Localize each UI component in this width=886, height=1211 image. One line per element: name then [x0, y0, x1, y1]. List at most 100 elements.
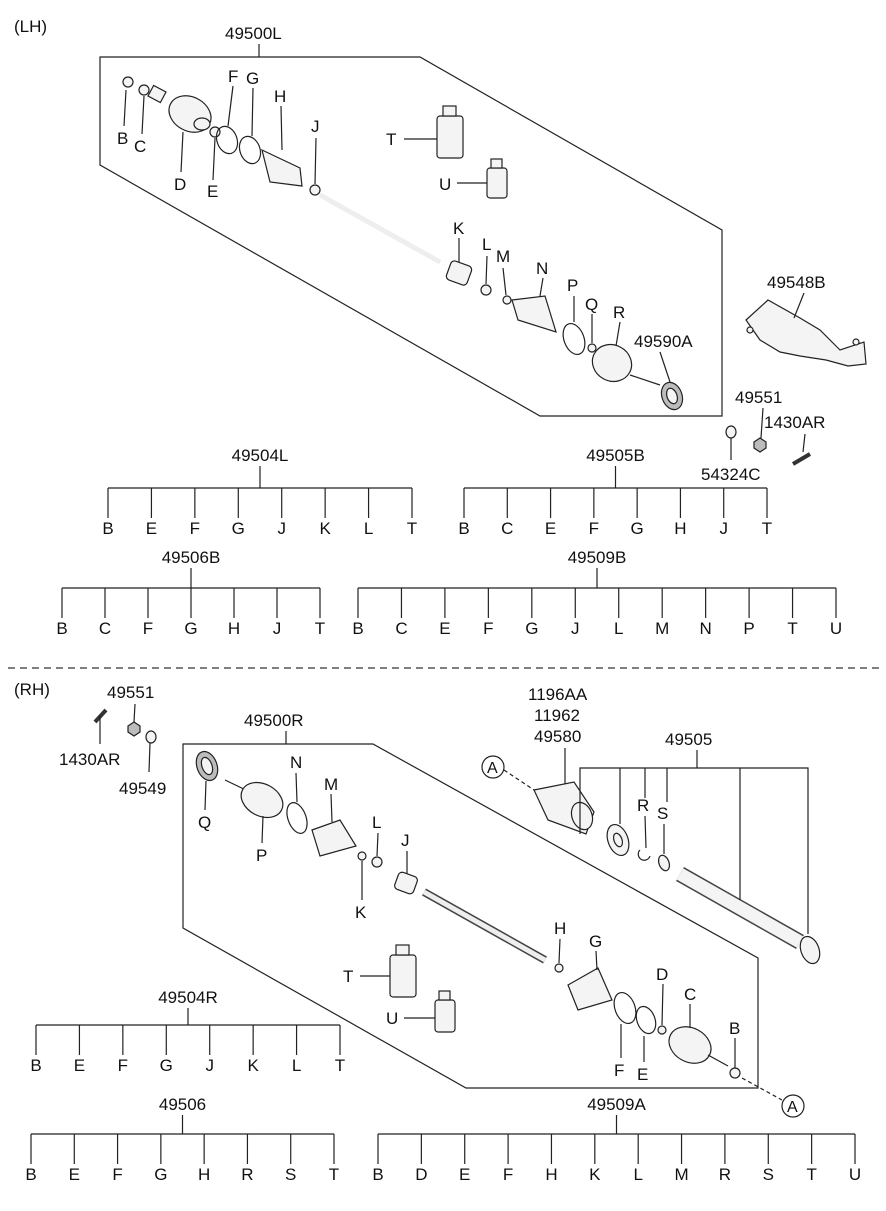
- kit-item: P: [743, 619, 754, 638]
- rh-callout-s: S: [657, 804, 668, 823]
- kit-item: B: [102, 519, 113, 538]
- lh-callout-b: B: [117, 129, 128, 148]
- rh-callout-d: D: [656, 965, 668, 984]
- kit-item: B: [352, 619, 363, 638]
- lh-bracket-number: 49548B: [767, 273, 826, 292]
- rh-assembly-outline: [182, 743, 759, 1089]
- kit-item: E: [69, 1165, 80, 1184]
- kit-item: G: [525, 619, 538, 638]
- kit-number: 49506: [159, 1095, 206, 1114]
- kit-item: M: [674, 1165, 688, 1184]
- kit-item: E: [459, 1165, 470, 1184]
- rh-callout-e: E: [637, 1065, 648, 1084]
- rh-callout-f: F: [614, 1061, 624, 1080]
- kit-item: G: [631, 519, 644, 538]
- kit-item: E: [74, 1056, 85, 1075]
- kit-item: U: [830, 619, 842, 638]
- rh-circle-marker-top: A: [487, 760, 498, 777]
- kit-number: 49506B: [162, 548, 221, 567]
- kit-number: 49509A: [587, 1095, 646, 1114]
- lh-fasteners: 49551 1430AR 54324C: [701, 388, 825, 484]
- lh-shaft-parts: [122, 76, 684, 411]
- lh-callout-e: E: [207, 182, 218, 201]
- kit-item: H: [545, 1165, 557, 1184]
- kit-item: G: [160, 1056, 173, 1075]
- kit-item: F: [112, 1165, 122, 1184]
- kit-item: F: [503, 1165, 513, 1184]
- kit-item: F: [118, 1056, 128, 1075]
- lh-assembly-number: 49500L: [225, 24, 282, 43]
- kit-item: T: [407, 519, 417, 538]
- lh-callout-r: R: [613, 303, 625, 322]
- rh-callout-u: U: [386, 1009, 398, 1028]
- kit-item: S: [763, 1165, 774, 1184]
- kit-item: R: [719, 1165, 731, 1184]
- kit-number: 49504L: [232, 446, 289, 465]
- kit-item: J: [719, 519, 728, 538]
- lh-callout-j: J: [311, 117, 320, 136]
- kit-item: F: [190, 519, 200, 538]
- rh-fasteners: 49551 1430AR 49549: [59, 683, 166, 798]
- kit-item: J: [277, 519, 286, 538]
- rh-nut-number: 49551: [107, 683, 154, 702]
- lh-callout-m: M: [496, 247, 510, 266]
- kit-item: T: [329, 1165, 339, 1184]
- section-label-lh: (LH): [14, 17, 47, 36]
- rh-leaders: [204, 772, 736, 1068]
- lh-callout-t: T: [386, 130, 396, 149]
- rh-intermediate-shaft: 1196AA 11962 49580 49505 A A: [481, 685, 821, 1118]
- rh-callout-g: G: [589, 932, 602, 951]
- lh-callout-n: N: [536, 259, 548, 278]
- kit-item: M: [655, 619, 669, 638]
- lh-bracket: 49548B: [745, 273, 867, 367]
- kit-number: 49505B: [586, 446, 645, 465]
- kit-item: J: [571, 619, 580, 638]
- kit-item: K: [247, 1056, 259, 1075]
- lh-callout-g: G: [246, 69, 259, 88]
- rh-callout-n: N: [290, 753, 302, 772]
- rh-callout-q: Q: [198, 813, 211, 832]
- rh-bolt-number: 1430AR: [59, 750, 120, 769]
- kit-item: T: [762, 519, 772, 538]
- kit-item: T: [787, 619, 797, 638]
- kit-item: H: [228, 619, 240, 638]
- lh-callout-l: L: [482, 235, 491, 254]
- rh-callout-k: K: [355, 903, 367, 922]
- rh-assembly-number: 49500R: [244, 711, 304, 730]
- kit-item: L: [292, 1056, 301, 1075]
- lh-ring-number: 49590A: [634, 332, 693, 351]
- kit-item: T: [335, 1056, 345, 1075]
- kit-item: S: [285, 1165, 296, 1184]
- kit-item: G: [154, 1165, 167, 1184]
- rh-shaft-parts: [195, 750, 741, 1079]
- kit-item: F: [589, 519, 599, 538]
- rh-callout-l: L: [372, 813, 381, 832]
- lh-callout-h: H: [274, 87, 286, 106]
- lh-callout-d: D: [174, 175, 186, 194]
- rh-shaft-number: 49505: [665, 730, 712, 749]
- rh-callout-p: P: [256, 846, 267, 865]
- kit-item: E: [146, 519, 157, 538]
- kit-item: F: [483, 619, 493, 638]
- kit-item: J: [205, 1056, 214, 1075]
- lh-bolt-number: 1430AR: [764, 413, 825, 432]
- kit-item: C: [501, 519, 513, 538]
- rh-callout-m: M: [324, 775, 338, 794]
- lh-leaders: [123, 85, 671, 383]
- kit-item: T: [806, 1165, 816, 1184]
- kit-item: B: [56, 619, 67, 638]
- kit-item: B: [458, 519, 469, 538]
- rh-callout-t: T: [343, 967, 353, 986]
- kit-item: L: [364, 519, 373, 538]
- lh-callout-q: Q: [585, 295, 598, 314]
- section-label-rh: (RH): [14, 680, 50, 699]
- kit-item: R: [241, 1165, 253, 1184]
- rh-callouts: Q P N M L K J H G D C B F E T U R S: [198, 753, 740, 1084]
- rh-code-3: 49580: [534, 727, 581, 746]
- kit-item: B: [30, 1056, 41, 1075]
